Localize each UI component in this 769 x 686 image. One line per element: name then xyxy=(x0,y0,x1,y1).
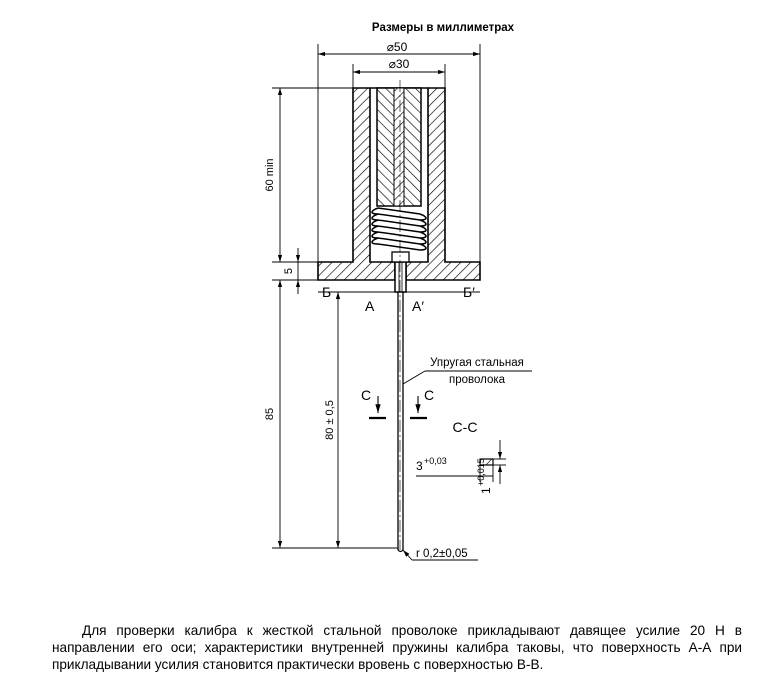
wire-80-label: 80 ± 0,5 xyxy=(324,400,336,440)
section-mark-left xyxy=(369,396,386,420)
section-letter-right: С xyxy=(424,387,434,403)
tip-radius-label: r 0,2±0,05 xyxy=(416,548,468,560)
tip-radius-leader xyxy=(402,549,478,561)
section-mark-right xyxy=(410,396,427,420)
steel-wire xyxy=(397,292,404,553)
caption: Для проверки калибра к жесткой стальной … xyxy=(52,622,742,673)
gauge-right-wall xyxy=(405,87,481,281)
outer-diameter-label: ⌀50 xyxy=(387,40,408,54)
section-width-tol: +0,03 xyxy=(424,456,447,466)
surface-a-right: А′ xyxy=(412,298,424,314)
plunger-center xyxy=(393,87,405,207)
inner-diameter-label: ⌀30 xyxy=(389,57,410,71)
dim-outer-diameter xyxy=(317,44,481,262)
wire-label-line1: Упругая стальная xyxy=(430,357,524,369)
dim-wire-80 xyxy=(330,291,395,548)
surface-a-left: А xyxy=(365,298,375,314)
flange-5-label: 5 xyxy=(283,268,295,274)
surface-b-left: Б xyxy=(322,284,331,300)
bushing xyxy=(394,261,407,293)
section-letter-left: С xyxy=(361,387,371,403)
section-width-base: 3 xyxy=(416,459,423,473)
surface-b-right: Б′ xyxy=(463,284,475,300)
spring xyxy=(371,207,427,251)
height-60-label: 60 min xyxy=(264,158,276,191)
wire-85-label: 85 xyxy=(264,408,276,420)
dim-wire-85 xyxy=(272,279,398,549)
section-height-base: 1 xyxy=(479,487,493,494)
units-note: Размеры в миллиметрах xyxy=(372,22,515,34)
bushing-shoulder xyxy=(391,251,410,263)
section-rect xyxy=(479,458,494,466)
gauge-body xyxy=(317,87,481,293)
wire-leader xyxy=(402,370,532,385)
dim-inner-diameter xyxy=(352,64,446,88)
section-title: С-С xyxy=(453,419,478,435)
caption-text: Для проверки калибра к жесткой стальной … xyxy=(52,623,742,672)
section-detail xyxy=(416,440,506,484)
dim-height-60 xyxy=(272,87,353,263)
wire-label-line2: проволока xyxy=(449,374,506,386)
section-height-tol: +0,015 xyxy=(476,458,486,486)
